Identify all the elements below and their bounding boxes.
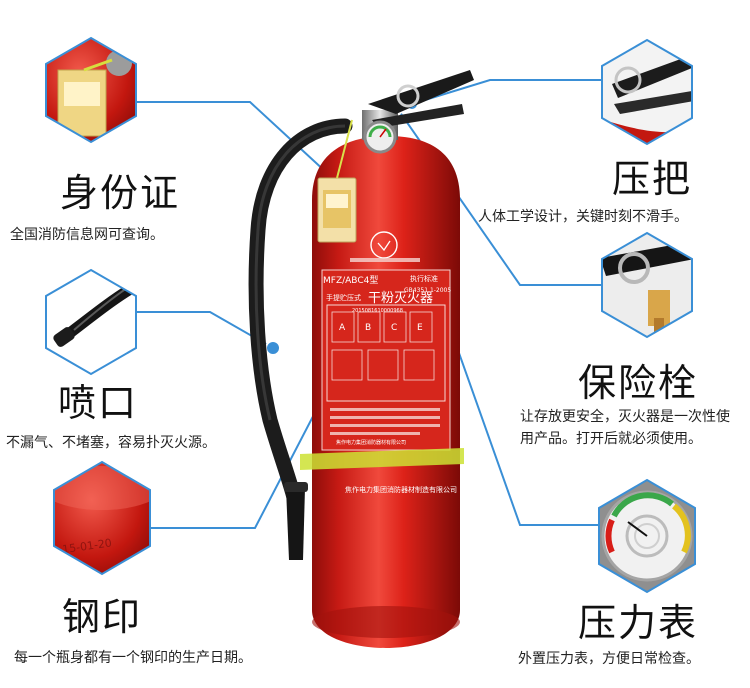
connector-handle <box>411 79 602 105</box>
label-product: 干粉灭火器 <box>368 291 433 306</box>
thumb-safety-pin <box>601 231 693 339</box>
safety-pin-ring <box>396 84 420 108</box>
fire-class-icons: A B C E <box>339 323 423 333</box>
title-steel-stamp: 钢印 <box>62 595 143 639</box>
desc-steel-stamp: 每一个瓶身都有一个钢印的生产日期。 <box>14 650 252 666</box>
desc-gauge: 外置压力表，方便日常检查。 <box>518 651 700 667</box>
nozzle-tip <box>286 488 305 560</box>
title-safety-pin: 保险栓 <box>578 361 699 405</box>
fire-class-b: B <box>365 323 371 333</box>
label-model: MFZ/ABC4型 <box>323 275 378 286</box>
label-maker-small: 焦作电力集团消防器材有限公司 <box>336 439 406 446</box>
hose-holder-band <box>300 448 464 470</box>
title-nozzle: 喷口 <box>58 381 139 425</box>
fire-class-a: A <box>339 323 346 333</box>
fire-class-e: E <box>417 323 423 333</box>
label-maker: 焦作电力集团消防器材制造有限公司 <box>345 485 457 494</box>
title-gauge: 压力表 <box>578 601 699 645</box>
fire-extinguisher: MFZ/ABC4型 执行标准 GB4351.1-2005 手提贮压式 干粉灭火器… <box>248 70 474 648</box>
connector-id-card <box>136 101 341 186</box>
hotspot-nozzle <box>265 340 281 356</box>
desc-handle: 人体工学设计，关键时刻不滑手。 <box>478 209 688 225</box>
carry-handle <box>372 104 464 128</box>
thumb-id-card <box>45 36 137 144</box>
label-type: 手提贮压式 <box>326 293 361 302</box>
thumb-pressure-gauge <box>598 478 696 594</box>
thumb-handle <box>601 38 693 146</box>
desc-safety-pin: 让存放更安全，灭火器是一次性使用产品。打开后就必须使用。 <box>520 409 730 447</box>
desc-id-card: 全国消防信息网可查询。 <box>10 227 164 243</box>
thumb-nozzle <box>45 268 137 376</box>
title-handle: 压把 <box>612 157 693 201</box>
label-standard: GB4351.1-2005 <box>404 287 451 294</box>
instruction-label <box>321 269 451 451</box>
label-standard-head: 执行标准 <box>410 274 438 283</box>
thumb-steel-stamp: 15-01-20 <box>53 460 151 576</box>
id-card-tag <box>317 119 357 243</box>
fire-class-c: C <box>391 323 397 333</box>
desc-nozzle: 不漏气、不堵塞，容易扑灭火源。 <box>6 435 216 451</box>
title-id-card: 身份证 <box>60 171 181 215</box>
handle-lever <box>368 70 474 114</box>
label-serial: 2015081610000968 <box>352 308 403 314</box>
